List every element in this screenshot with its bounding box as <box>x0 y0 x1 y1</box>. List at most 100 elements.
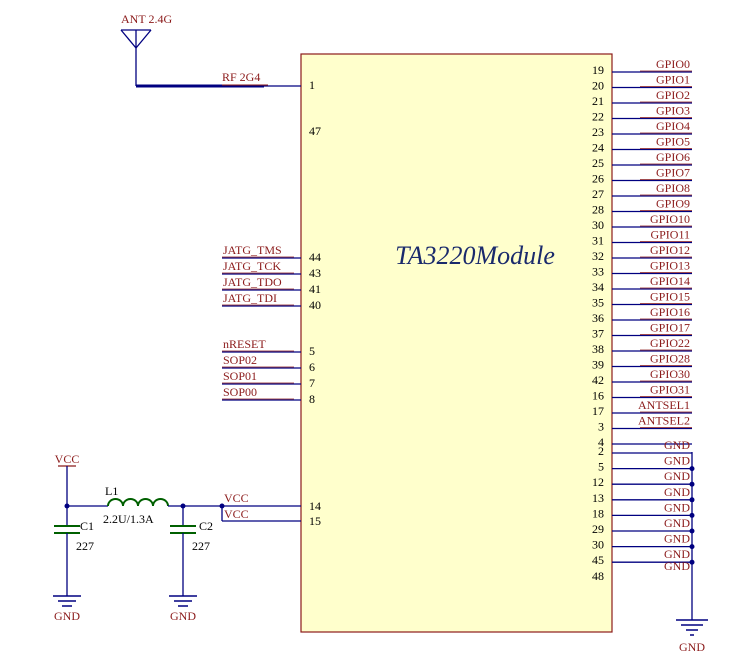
right-pin-number: 3 <box>598 420 604 434</box>
right-net-label: GPIO10 <box>650 212 690 226</box>
left-net-label: JATG_TDO <box>223 275 282 289</box>
left-net-label: JATG_TCK <box>223 259 281 273</box>
gnd-net-label: GND <box>664 485 690 499</box>
right-net-label: ANTSEL1 <box>638 398 690 412</box>
right-pin-number: 17 <box>592 404 604 418</box>
left-pin-number: 40 <box>309 298 321 312</box>
inductor-value: 2.2U/1.3A <box>103 512 154 526</box>
gnd-pin-number: 48 <box>592 569 604 583</box>
gnd-net-label: GND <box>664 500 690 514</box>
right-net-label: GPIO30 <box>650 367 690 381</box>
left-pin-number: 8 <box>309 392 315 406</box>
gnd-pin-number: 12 <box>592 475 604 489</box>
capacitor-c1 <box>53 506 81 607</box>
right-net-label: GPIO3 <box>656 104 690 118</box>
right-net-label: GPIO0 <box>656 57 690 71</box>
gnd-net-label: GND <box>664 559 690 573</box>
gnd-rail <box>676 452 708 636</box>
gnd-net-label: GND <box>664 547 690 561</box>
right-pin-number: 22 <box>592 110 604 124</box>
inductor-l1 <box>107 498 169 507</box>
rf-pin-number: 1 <box>309 78 315 92</box>
right-net-label: GPIO4 <box>656 119 690 133</box>
gnd-net-label: GND <box>664 516 690 530</box>
gnd-pin-number: 29 <box>592 522 604 536</box>
left-pin-number: 5 <box>309 344 315 358</box>
right-pin-number: 26 <box>592 172 604 186</box>
right-net-label: GPIO9 <box>656 197 690 211</box>
right-net-label: GPIO17 <box>650 321 690 335</box>
gnd-pin-number: 45 <box>592 553 604 567</box>
left-pin-number: 43 <box>309 266 321 280</box>
right-pin-number: 28 <box>592 203 604 217</box>
right-pin-number: 16 <box>592 389 604 403</box>
pin-14-number: 14 <box>309 499 321 513</box>
right-net-label: GPIO8 <box>656 181 690 195</box>
right-pin-group: GPIO019GPIO120GPIO221GPIO322GPIO423GPIO5… <box>592 57 692 449</box>
right-net-label: GPIO28 <box>650 352 690 366</box>
right-pin-number: 42 <box>592 373 604 387</box>
c1-ref: C1 <box>80 519 94 533</box>
right-pin-number: 23 <box>592 125 604 139</box>
left-net-label: SOP02 <box>223 353 257 367</box>
right-pin-number: 32 <box>592 249 604 263</box>
right-pin-number: 36 <box>592 311 604 325</box>
right-pin-number: 34 <box>592 280 604 294</box>
pin-15-number: 15 <box>309 514 321 528</box>
right-net-label: GPIO31 <box>650 383 690 397</box>
right-net-label: GPIO14 <box>650 274 690 288</box>
right-net-label: GPIO22 <box>650 336 690 350</box>
left-net-label: JATG_TMS <box>223 243 282 257</box>
gnd-net-label: GND <box>664 438 690 452</box>
right-net-label: GPIO12 <box>650 243 690 257</box>
right-pin-number: 20 <box>592 79 604 93</box>
c1-gnd-label: GND <box>54 609 80 623</box>
gnd-net-label: GND <box>664 469 690 483</box>
gnd-pin-number: 30 <box>592 538 604 552</box>
vcc-pin14-label: VCC <box>224 491 249 505</box>
right-pin-number: 24 <box>592 141 604 155</box>
module-body <box>300 53 613 633</box>
vcc-source-label: VCC <box>55 452 80 466</box>
gnd-rail-label: GND <box>679 640 705 654</box>
c2-gnd-label: GND <box>170 609 196 623</box>
right-pin-number: 35 <box>592 296 604 310</box>
gnd-net-label: GND <box>664 454 690 468</box>
right-pin-number: 31 <box>592 234 604 248</box>
right-pin-number: 39 <box>592 358 604 372</box>
c2-value: 227 <box>192 539 210 553</box>
right-net-label: GPIO11 <box>650 228 690 242</box>
left-pin-number: 41 <box>309 282 321 296</box>
left-net-label: SOP00 <box>223 385 257 399</box>
pin-47-number: 47 <box>309 124 321 138</box>
right-pin-number: 33 <box>592 265 604 279</box>
right-pin-number: 38 <box>592 342 604 356</box>
right-net-label: GPIO1 <box>656 73 690 87</box>
right-net-label: GPIO5 <box>656 135 690 149</box>
left-pin-number: 44 <box>309 250 321 264</box>
rf-net-label: RF 2G4 <box>222 70 260 84</box>
left-net-label: SOP01 <box>223 369 257 383</box>
gnd-pin-number: 18 <box>592 506 604 520</box>
right-net-label: GPIO6 <box>656 150 690 164</box>
module-title: TA3220Module <box>395 241 555 270</box>
right-net-label: GPIO13 <box>650 259 690 273</box>
vcc-pin15-label: VCC <box>224 507 249 521</box>
right-pin-number: 27 <box>592 187 604 201</box>
right-pin-number: 37 <box>592 327 604 341</box>
left-net-label: nRESET <box>223 337 266 351</box>
right-pin-number: 30 <box>592 218 604 232</box>
right-pin-number: 25 <box>592 156 604 170</box>
c1-value: 227 <box>76 539 94 553</box>
right-net-label: GPIO7 <box>656 166 690 180</box>
c2-ref: C2 <box>199 519 213 533</box>
antenna-symbol <box>120 29 152 86</box>
gnd-pin-number: 5 <box>598 460 604 474</box>
antenna-label: ANT 2.4G <box>121 12 172 26</box>
gnd-net-label: GND <box>664 532 690 546</box>
right-net-label: ANTSEL2 <box>638 414 690 428</box>
